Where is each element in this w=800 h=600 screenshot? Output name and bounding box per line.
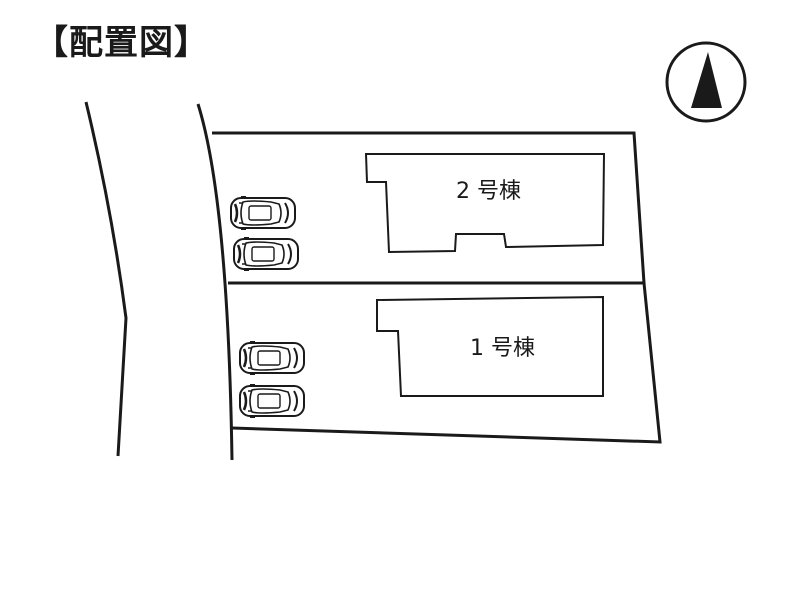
car-icon [232, 235, 300, 273]
building-1-label-text: 1 号棟 [470, 336, 535, 361]
north-arrow-icon [665, 41, 747, 123]
car-icon [238, 382, 306, 420]
car-icon [238, 339, 306, 377]
road-left-edge [84, 101, 128, 457]
road-right-edge [196, 103, 234, 461]
car-icon [229, 194, 297, 232]
building-1-footprint [376, 295, 604, 397]
page-title: 【配置図】 [34, 23, 209, 63]
building-2-footprint [364, 153, 606, 254]
lot-1-boundary [228, 281, 662, 444]
building-2-label: 2 号棟 [456, 179, 521, 204]
